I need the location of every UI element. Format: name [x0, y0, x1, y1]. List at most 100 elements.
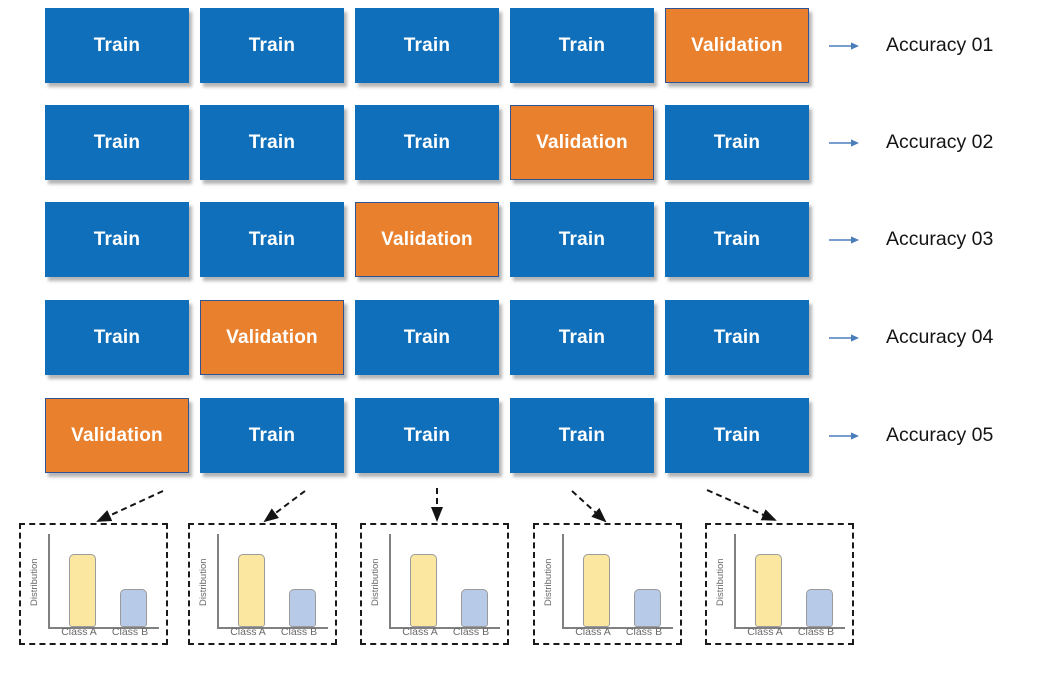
fold-cell: Train — [665, 398, 809, 473]
right-arrow-icon — [829, 138, 859, 147]
plot-area — [389, 534, 500, 629]
x-tick-class-a: Class A — [575, 626, 611, 638]
x-tick-class-a: Class A — [230, 626, 266, 638]
plot-area — [734, 534, 845, 629]
cell-label: Validation — [691, 34, 783, 56]
fold-cell: Train — [665, 202, 809, 277]
fold-cell: Train — [355, 300, 499, 375]
fold-cells: Train Validation Train Train Train — [45, 300, 809, 375]
fold-cell: Train — [510, 398, 654, 473]
fold-cell: Train — [355, 398, 499, 473]
bar-class-a — [238, 553, 265, 627]
x-tick-class-a: Class A — [747, 626, 783, 638]
fold-row-5: Validation Train Train Train Train Accur… — [0, 398, 1046, 473]
fold-row-3: Train Train Validation Train Train Accur… — [0, 202, 1046, 277]
plot-area — [48, 534, 159, 629]
x-tick-class-b: Class B — [452, 626, 490, 638]
cell-label: Train — [558, 34, 606, 56]
cell-label: Validation — [536, 131, 628, 153]
bar-class-a — [69, 553, 96, 627]
fold-cell: Validation — [355, 202, 499, 277]
fold-cell: Train — [510, 300, 654, 375]
fold-row-1: Train Train Train Train Validation Accur… — [0, 8, 1046, 83]
cell-label: Train — [248, 34, 296, 56]
right-arrow-icon — [829, 333, 859, 342]
cell-label: Train — [713, 326, 761, 348]
distribution-chart-1: Distribution Class A Class B — [19, 523, 168, 645]
fold-cell: Validation — [510, 105, 654, 180]
fold-cell: Train — [200, 105, 344, 180]
fold-cells: Train Train Validation Train Train — [45, 202, 809, 277]
plot-area — [562, 534, 673, 629]
bar-class-b — [634, 588, 661, 627]
fold-cell: Train — [200, 398, 344, 473]
y-axis-label: Distribution — [198, 558, 209, 606]
bar-class-b — [120, 588, 147, 627]
fold-row-2: Train Train Train Validation Train Accur… — [0, 105, 1046, 180]
fold-cells: Train Train Train Train Validation — [45, 8, 809, 83]
fold-cell: Train — [510, 202, 654, 277]
cell-label: Train — [403, 131, 451, 153]
fold-cells: Validation Train Train Train Train — [45, 398, 809, 473]
right-arrow-icon — [829, 235, 859, 244]
fold-cell: Train — [45, 300, 189, 375]
bar-class-b — [289, 588, 316, 627]
cell-label: Train — [713, 228, 761, 250]
cell-label: Train — [713, 424, 761, 446]
fold-row-4: Train Validation Train Train Train Accur… — [0, 300, 1046, 375]
cell-label: Validation — [226, 326, 318, 348]
cell-label: Train — [248, 424, 296, 446]
x-tick-class-b: Class B — [111, 626, 149, 638]
x-tick-class-a: Class A — [402, 626, 438, 638]
cell-label: Train — [558, 424, 606, 446]
accuracy-label: Accuracy 05 — [886, 424, 994, 446]
x-tick-class-a: Class A — [61, 626, 97, 638]
cell-label: Train — [558, 228, 606, 250]
connector-arrow-4 — [571, 490, 607, 523]
fold-cell: Validation — [665, 8, 809, 83]
y-axis-label: Distribution — [370, 558, 381, 606]
x-tick-class-b: Class B — [797, 626, 835, 638]
cell-label: Train — [713, 131, 761, 153]
accuracy-label: Accuracy 04 — [886, 326, 994, 348]
cell-label: Validation — [71, 424, 163, 446]
bar-class-a — [755, 553, 782, 627]
x-tick-class-b: Class B — [625, 626, 663, 638]
plot-area — [217, 534, 328, 629]
fold-cell: Train — [665, 300, 809, 375]
fold-cell: Train — [45, 202, 189, 277]
fold-cell: Train — [45, 8, 189, 83]
cell-label: Train — [93, 228, 141, 250]
fold-cell: Train — [200, 202, 344, 277]
connector-arrow-5 — [706, 489, 777, 521]
fold-cells: Train Train Train Validation Train — [45, 105, 809, 180]
distribution-chart-3: Distribution Class A Class B — [360, 523, 509, 645]
fold-cell: Train — [200, 8, 344, 83]
connector-arrow-1 — [96, 490, 164, 522]
cell-label: Train — [93, 131, 141, 153]
right-arrow-icon — [829, 431, 859, 440]
fold-cell: Train — [45, 105, 189, 180]
distribution-chart-5: Distribution Class A Class B — [705, 523, 854, 645]
fold-cell: Train — [355, 105, 499, 180]
fold-cell: Train — [510, 8, 654, 83]
y-axis-label: Distribution — [543, 558, 554, 606]
cell-label: Train — [93, 34, 141, 56]
fold-cell: Validation — [45, 398, 189, 473]
fold-cell: Train — [355, 8, 499, 83]
distribution-chart-2: Distribution Class A Class B — [188, 523, 337, 645]
cell-label: Validation — [381, 228, 473, 250]
accuracy-label: Accuracy 01 — [886, 34, 994, 56]
connector-arrow-2 — [263, 490, 306, 523]
bar-class-a — [410, 553, 437, 627]
cell-label: Train — [403, 34, 451, 56]
cell-label: Train — [248, 228, 296, 250]
cell-label: Train — [248, 131, 296, 153]
fold-cell: Validation — [200, 300, 344, 375]
cell-label: Train — [403, 326, 451, 348]
bar-class-a — [583, 553, 610, 627]
distribution-chart-4: Distribution Class A Class B — [533, 523, 682, 645]
fold-cell: Train — [665, 105, 809, 180]
accuracy-label: Accuracy 02 — [886, 131, 994, 153]
